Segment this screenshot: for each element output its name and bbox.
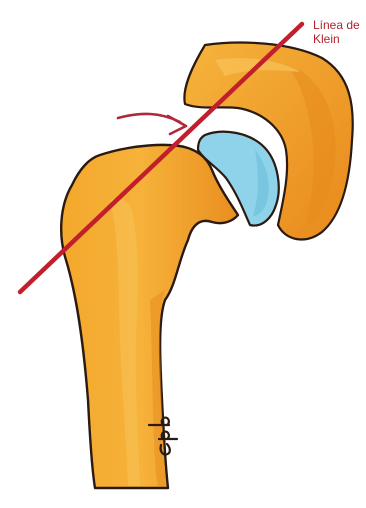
arrowhead-icon	[168, 116, 186, 134]
klein-line-label-line1: Línea de	[313, 18, 360, 32]
femur	[61, 145, 238, 488]
klein-line-label: Línea de Klein	[313, 18, 360, 46]
klein-line-label-line2: Klein	[313, 32, 360, 46]
